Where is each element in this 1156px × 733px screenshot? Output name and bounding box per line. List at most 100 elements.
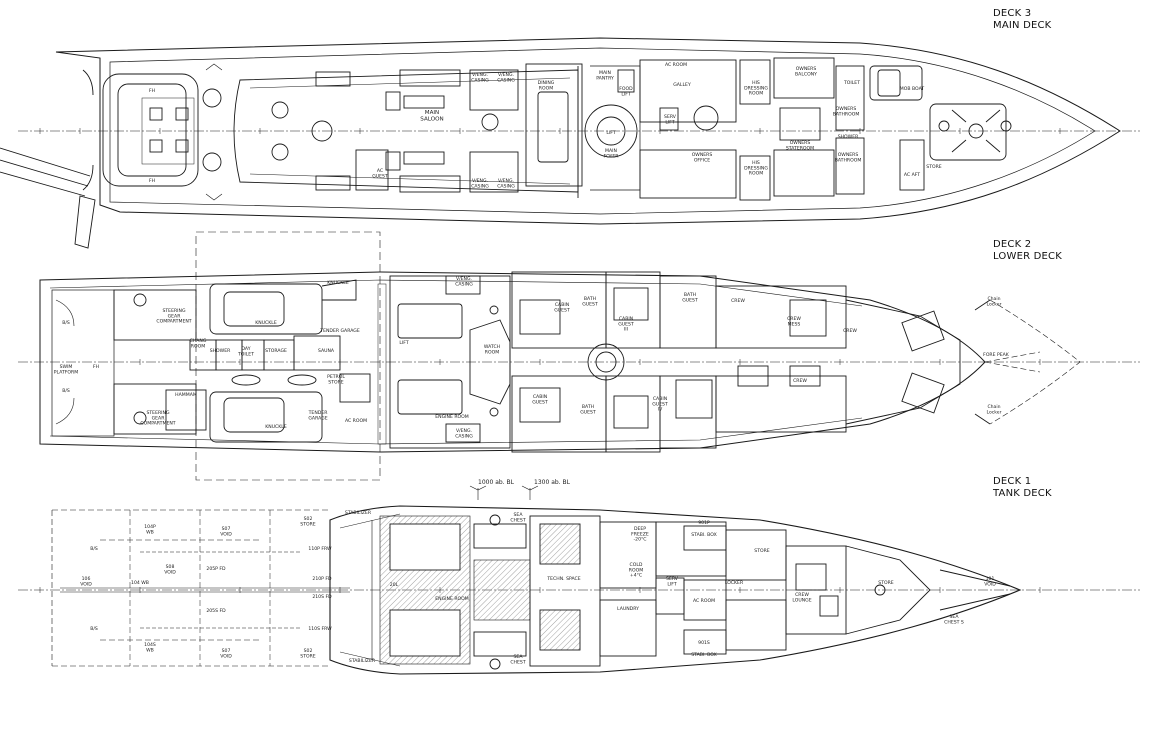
deck1-name: TANK DECK xyxy=(993,488,1052,499)
label-bs: B/S xyxy=(90,546,98,552)
deck1-room-labels: 1000 ab. BL 1300 ab. BL STABILIZER STABI… xyxy=(80,479,996,665)
label-shower: SHOWER xyxy=(838,134,859,140)
deck1-number: DECK 1 xyxy=(993,476,1032,487)
label-shower: SHOWER xyxy=(210,348,231,354)
label-store: STORE xyxy=(878,580,894,586)
label-stabi-box: STABI. BOX xyxy=(691,652,716,658)
deck3-name: MAIN DECK xyxy=(993,20,1052,31)
label-v-eng-casing: V/ENG.CASING xyxy=(497,178,515,189)
label-ac-room: AC ROOM xyxy=(693,598,715,604)
label-toilet: TOILET xyxy=(843,80,860,86)
label-store: STORE xyxy=(926,164,942,170)
label-hammam: HAMMAM xyxy=(175,392,197,398)
label-v-eng-casing: V/ENG.CASING xyxy=(455,276,473,287)
label-fore-peak: FORE PEAK xyxy=(983,352,1010,358)
label-stabilizer: STABILIZER xyxy=(345,510,372,516)
label-901p: 901P xyxy=(698,520,710,526)
label-mob-boat: MOB BOAT xyxy=(900,86,925,92)
label-techn-space: TECHN. SPACE xyxy=(546,576,580,582)
deck2-number: DECK 2 xyxy=(993,239,1032,250)
deck3-hull-outline xyxy=(55,37,1121,225)
label-wb: 104 WB xyxy=(131,580,149,586)
label-901s: 901S xyxy=(698,640,710,646)
label-locker: LOCKER xyxy=(725,580,744,586)
label-v-eng-casing: V/ENG.CASING xyxy=(455,428,473,439)
label-20l: 20L xyxy=(390,582,399,588)
label-knuckle: KNUCKLE xyxy=(327,280,349,286)
label-fw: 110P FRW xyxy=(308,546,332,552)
label-fh: FH xyxy=(149,178,155,184)
label-stabi-box: STABI. BOX xyxy=(691,532,716,538)
label-fh: FH xyxy=(149,88,155,94)
deck2-hull-outline xyxy=(39,271,986,453)
deck2-plan xyxy=(18,231,1140,481)
label-fd: 205P FD xyxy=(206,566,226,572)
label-fh: FH xyxy=(93,364,99,370)
label-bs: B/S xyxy=(62,388,70,394)
label-storage: STORAGE xyxy=(265,348,287,354)
label-lift: LIFT xyxy=(399,340,408,346)
label-laundry: LAUNDRY xyxy=(617,606,639,612)
label-fd: 210P FD xyxy=(312,576,332,582)
label-ac-room: AC ROOM xyxy=(665,62,687,68)
label-dimension-1000: 1000 ab. BL xyxy=(478,479,515,486)
label-crew: CREW xyxy=(793,378,807,384)
label-fd: 210S FD xyxy=(312,594,332,600)
label-engine-room: ENGINE ROOM xyxy=(435,414,468,420)
label-v-eng-casing: V/ENG.CASING xyxy=(471,178,489,189)
label-knuckle: KNUCKLE xyxy=(255,320,277,326)
deck2-name: LOWER DECK xyxy=(993,251,1062,262)
label-bs: B/S xyxy=(62,320,70,326)
deck1-title: DECK 1 TANK DECK xyxy=(993,476,1052,500)
label-fd: 205S FD xyxy=(206,608,226,614)
deck1-plan xyxy=(18,485,1140,675)
label-engine-room: ENGINE ROOM xyxy=(435,596,468,602)
deck3-plan xyxy=(0,37,1140,249)
deck3-title: DECK 3 MAIN DECK xyxy=(993,8,1051,32)
label-dimension-1300: 1300 ab. BL xyxy=(534,479,571,486)
label-store: STORE xyxy=(754,548,770,554)
label-galley: GALLEY xyxy=(673,82,691,88)
deck3-number: DECK 3 xyxy=(993,8,1032,19)
